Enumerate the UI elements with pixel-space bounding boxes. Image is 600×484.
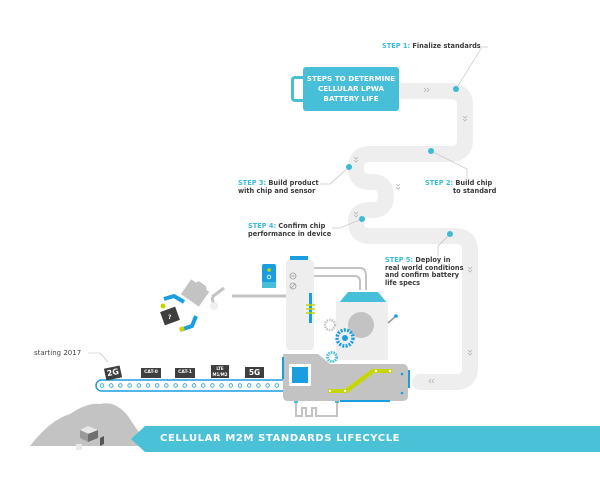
step-1-label: STEP 1: Finalize standards bbox=[382, 42, 481, 51]
footer-band bbox=[145, 426, 600, 452]
step-text: real world conditions bbox=[385, 263, 464, 272]
chevron-icon bbox=[423, 87, 430, 93]
step-text: Build chip bbox=[455, 179, 493, 187]
belt-hole bbox=[274, 383, 279, 388]
conveyor-belt bbox=[95, 379, 291, 392]
battery-terminal bbox=[291, 76, 303, 102]
belt-hole bbox=[182, 383, 187, 388]
belt-hole bbox=[145, 383, 151, 388]
belt-hole bbox=[136, 383, 141, 388]
scrap-pile bbox=[30, 403, 150, 446]
standard-chip-cat1: CAT-1 bbox=[175, 368, 195, 378]
step-text: Finalize standards bbox=[412, 42, 481, 50]
belt-hole bbox=[154, 383, 160, 388]
standard-chip-lte-m: LTE M1/M2 bbox=[211, 365, 229, 378]
chevron-icon bbox=[467, 266, 473, 273]
belt-hole bbox=[99, 383, 105, 388]
title-line: STEPS TO DETERMINE bbox=[306, 74, 396, 83]
step-text: Build product bbox=[268, 179, 319, 187]
step-text: to standard bbox=[453, 186, 497, 195]
step-4-label: STEP 4: Confirm chip performance in devi… bbox=[248, 222, 332, 238]
step-2-label: STEP 2: Build chip to standard bbox=[425, 179, 497, 195]
gear-icon bbox=[323, 318, 355, 363]
belt-hole bbox=[256, 383, 261, 388]
belt-hole bbox=[191, 383, 197, 388]
chevron-icon bbox=[428, 378, 435, 384]
belt-hole bbox=[118, 383, 123, 388]
standard-chip-cat0: CAT-0 bbox=[141, 368, 161, 378]
title-line: BATTERY LIFE bbox=[323, 94, 379, 103]
belt-hole bbox=[108, 383, 114, 388]
scrap-box-icon bbox=[76, 426, 104, 450]
step-number: STEP 2: bbox=[425, 179, 454, 187]
step-text: life specs bbox=[385, 278, 421, 287]
step-text: performance in device bbox=[248, 229, 332, 238]
mystery-chip bbox=[160, 306, 180, 326]
chip-machine bbox=[282, 354, 410, 417]
chevron-icon bbox=[467, 349, 473, 356]
step-text: Deploy in bbox=[415, 256, 451, 264]
band-arrow bbox=[131, 426, 145, 452]
title-box: STEPS TO DETERMINE CELLULAR LPWA BATTERY… bbox=[303, 67, 399, 111]
step-number: STEP 5: bbox=[385, 256, 414, 264]
chevron-icon bbox=[462, 115, 468, 122]
chevron-icon bbox=[395, 183, 401, 190]
belt-hole bbox=[246, 383, 252, 388]
belt-hole bbox=[265, 383, 270, 388]
svg-text:?: ? bbox=[168, 314, 172, 321]
belt-hole bbox=[219, 383, 224, 388]
step-number: STEP 4: bbox=[248, 222, 277, 230]
step-text: Confirm chip bbox=[278, 222, 326, 230]
step-4-dot bbox=[359, 216, 365, 222]
robot-arm: ? bbox=[160, 279, 225, 332]
step-2-dot bbox=[428, 148, 434, 154]
process-path bbox=[347, 83, 478, 390]
pressure-vessel bbox=[336, 292, 398, 360]
footer-title: CELLULAR M2M STANDARDS LIFECYCLE bbox=[160, 433, 401, 444]
belt-hole bbox=[210, 383, 215, 388]
belt-hole bbox=[164, 383, 169, 388]
chevron-icon bbox=[353, 156, 359, 163]
standard-chip-5g: 5G bbox=[245, 367, 264, 378]
step-number: STEP 3: bbox=[238, 179, 267, 187]
step-number: STEP 1: bbox=[382, 42, 411, 50]
step-text: with chip and sensor bbox=[238, 186, 316, 195]
step-text: and confirm battery bbox=[385, 271, 460, 280]
step-5-dot bbox=[447, 231, 453, 237]
start-year-label: starting 2017 bbox=[34, 349, 82, 357]
title-line: CELLULAR LPWA bbox=[317, 84, 385, 93]
step-1-dot bbox=[453, 86, 459, 92]
test-tower bbox=[262, 256, 367, 350]
belt-hole bbox=[228, 383, 233, 388]
step-3-label: STEP 3: Build product with chip and sens… bbox=[238, 179, 319, 195]
step-markers bbox=[320, 46, 488, 256]
path-chevrons bbox=[353, 87, 473, 384]
belt-hole bbox=[173, 383, 178, 388]
belt-hole bbox=[237, 383, 243, 388]
chevron-icon bbox=[353, 211, 359, 218]
step-3-dot bbox=[346, 164, 352, 170]
step-5-label: STEP 5: Deploy in real world conditions … bbox=[385, 256, 464, 287]
belt-hole bbox=[127, 383, 132, 388]
belt-hole bbox=[200, 383, 206, 388]
